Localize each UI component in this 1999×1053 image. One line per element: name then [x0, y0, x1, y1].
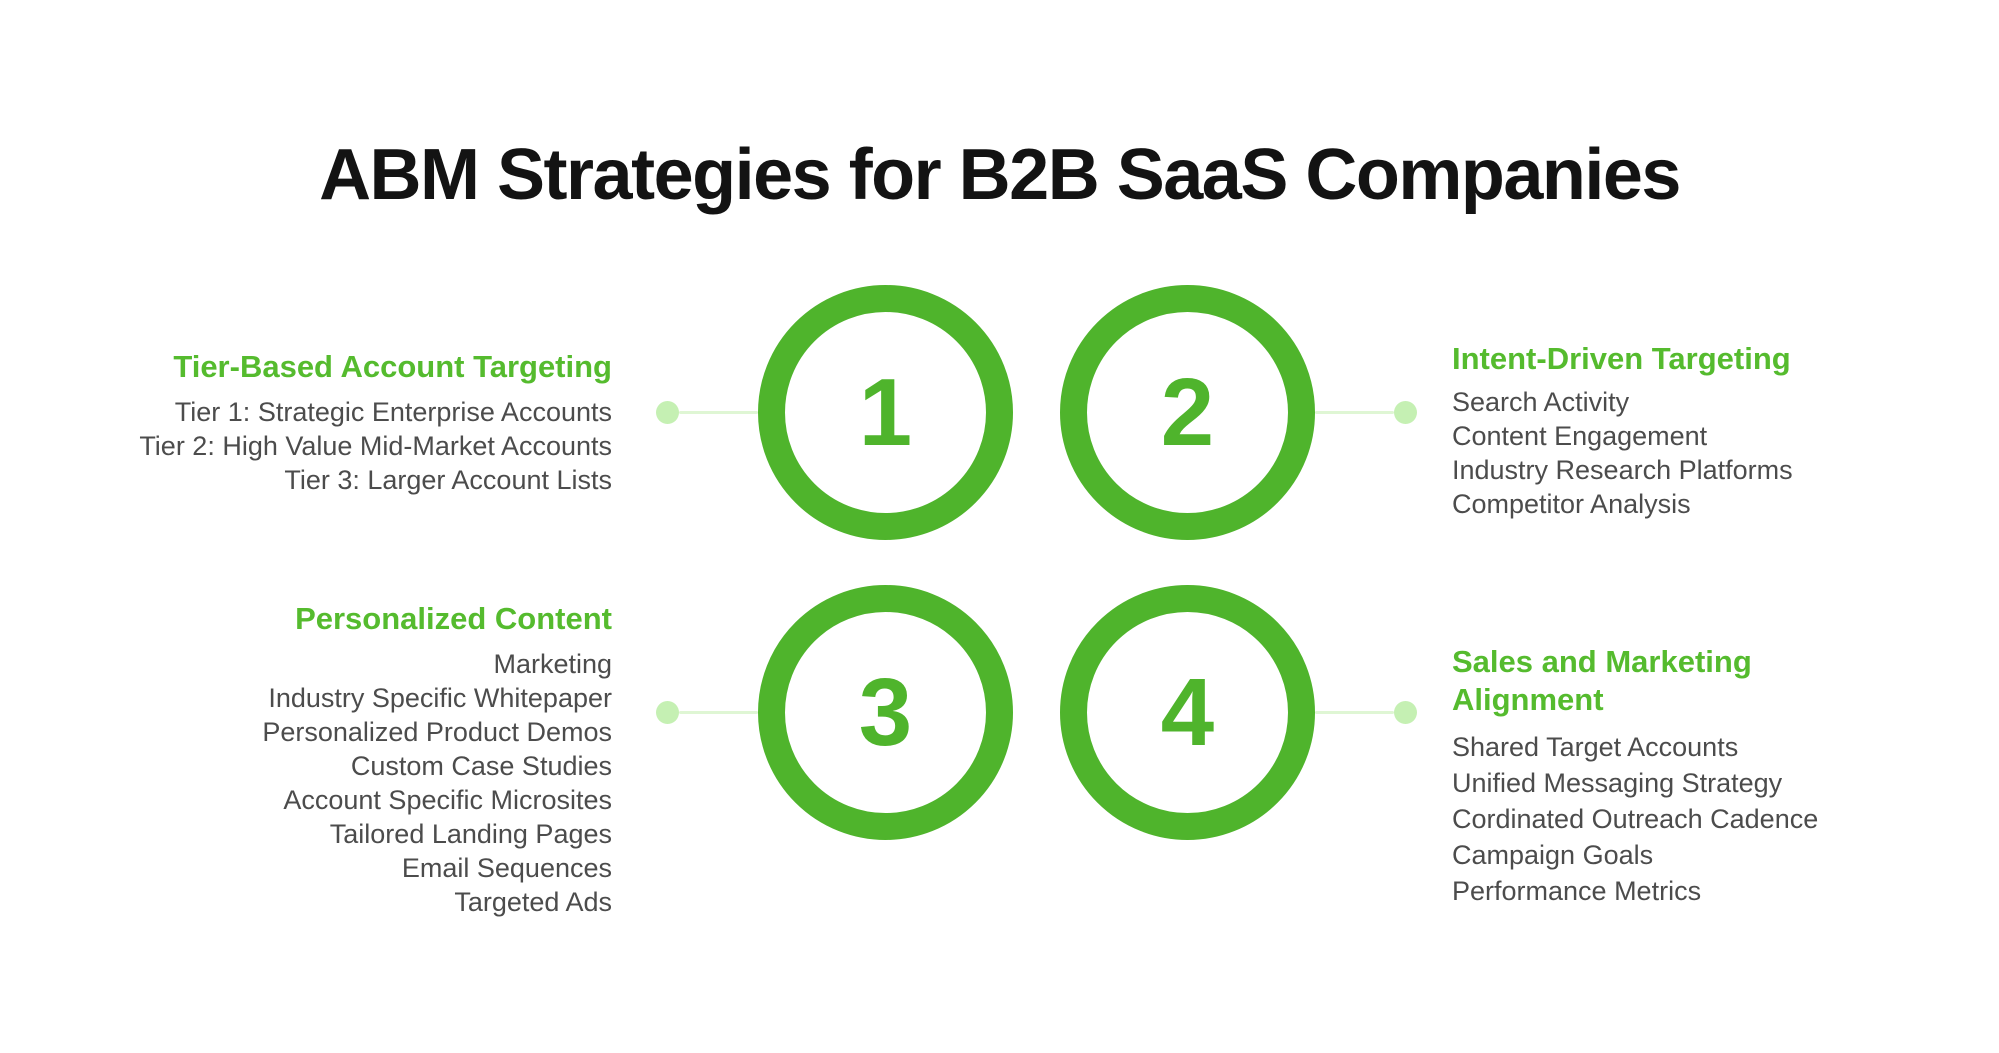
list-item: Industry Research Platforms	[1452, 455, 1793, 485]
list-item: Email Sequences	[401, 853, 612, 883]
connector-line-row2-right	[1315, 711, 1394, 714]
page-title: ABM Strategies for B2B SaaS Companies	[319, 135, 1681, 215]
list-item: Content Engagement	[1452, 421, 1708, 451]
list-item: Shared Target Accounts	[1452, 732, 1739, 762]
step-circle-3: 3	[758, 585, 1013, 840]
section-items: Shared Target Accounts Unified Messaging…	[1452, 729, 1932, 909]
connector-line-row1-right	[1315, 411, 1394, 414]
list-item: Targeted Ads	[454, 887, 612, 917]
list-item: Industry Specific Whitepaper	[268, 683, 612, 713]
section-items: Search Activity Content Engagement Indus…	[1452, 385, 1912, 521]
list-item: Custom Case Studies	[350, 751, 612, 781]
connector-dot-row2-left	[656, 701, 679, 724]
section-tier-based-account-targeting: Tier-Based Account Targeting Tier 1: Str…	[0, 349, 612, 497]
section-personalized-content: Personalized Content Marketing Industry …	[0, 601, 612, 919]
section-intent-driven-targeting: Intent-Driven Targeting Search Activity …	[1452, 341, 1912, 521]
connector-dot-row1-left	[656, 401, 679, 424]
list-item: Campaign Goals	[1452, 840, 1654, 870]
list-item: Tailored Landing Pages	[329, 819, 612, 849]
list-item: Account Specific Microsites	[283, 785, 612, 815]
step-number-1: 1	[858, 358, 913, 466]
connector-line-row1-left	[679, 411, 758, 414]
list-item: Competitor Analysis	[1452, 489, 1691, 519]
list-item: Personalized Product Demos	[262, 717, 612, 747]
list-item: Tier 1: Strategic Enterprise Accounts	[174, 397, 612, 427]
section-title: Tier-Based Account Targeting	[173, 349, 612, 384]
section-title: Personalized Content	[295, 601, 612, 636]
section-items: Marketing Industry Specific Whitepaper P…	[0, 647, 612, 919]
list-item: Unified Messaging Strategy	[1452, 768, 1783, 798]
step-circle-1: 1	[758, 285, 1013, 540]
section-items: Tier 1: Strategic Enterprise Accounts Ti…	[0, 395, 612, 497]
list-item: Marketing	[493, 649, 612, 679]
step-number-3: 3	[858, 658, 913, 766]
section-title: Sales and Marketing Alignment	[1452, 644, 1752, 717]
step-number-4: 4	[1160, 658, 1215, 766]
step-circle-4: 4	[1060, 585, 1315, 840]
connector-dot-row1-right	[1394, 401, 1417, 424]
list-item: Performance Metrics	[1452, 876, 1702, 906]
list-item: Search Activity	[1452, 387, 1630, 417]
connector-dot-row2-right	[1394, 701, 1417, 724]
step-number-2: 2	[1160, 358, 1215, 466]
list-item: Cordinated Outreach Cadence	[1452, 804, 1819, 834]
list-item: Tier 2: High Value Mid-Market Accounts	[139, 431, 612, 461]
connector-line-row2-left	[679, 711, 758, 714]
section-title: Intent-Driven Targeting	[1452, 341, 1791, 376]
section-sales-and-marketing-alignment: Sales and Marketing Alignment Shared Tar…	[1452, 643, 1932, 909]
step-circle-2: 2	[1060, 285, 1315, 540]
list-item: Tier 3: Larger Account Lists	[284, 465, 612, 495]
